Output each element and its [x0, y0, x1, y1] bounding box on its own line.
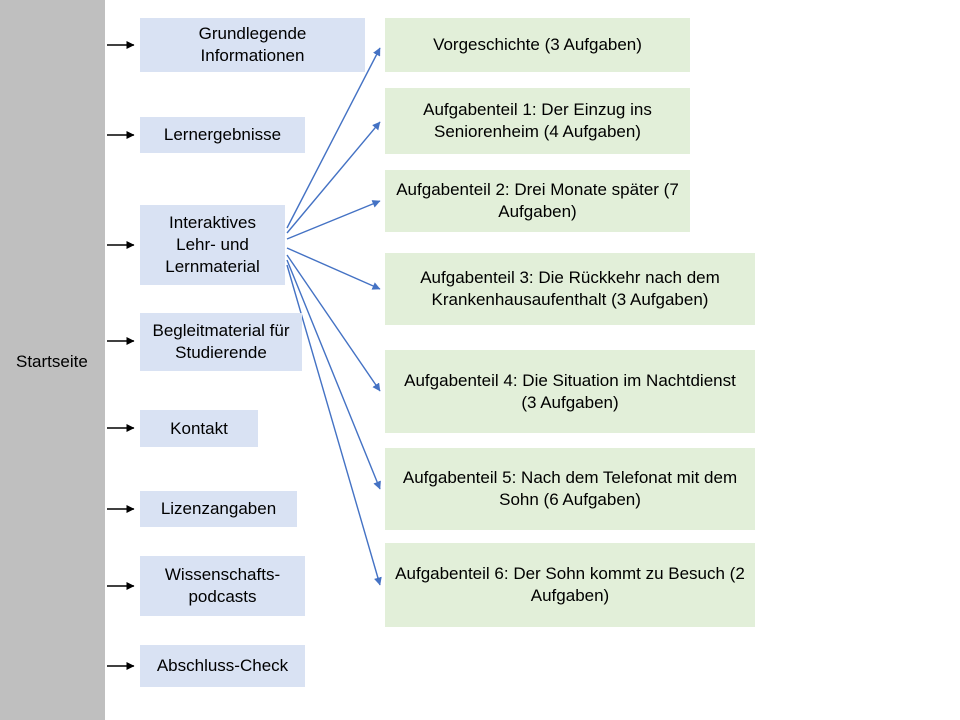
node-aufgabenteil-6: Aufgabenteil 6: Der Sohn kommt zu Besuch…	[385, 543, 755, 627]
node-label: Begleitmaterial für Studierende	[152, 321, 290, 362]
node-grundlegende-informationen: Grundlegende Informationen	[140, 18, 365, 72]
node-vorgeschichte: Vorgeschichte (3 Aufgaben)	[385, 18, 690, 72]
node-label: Aufgabenteil 6: Der Sohn kommt zu Besuch…	[395, 564, 745, 605]
node-label: Aufgabenteil 2: Drei Monate später (7 Au…	[396, 180, 679, 221]
node-wissenschaftspodcasts: Wissenschafts-podcasts	[140, 556, 305, 616]
node-label: Aufgabenteil 4: Die Situation im Nachtdi…	[404, 370, 736, 412]
node-label: Aufgabenteil 3: Die Rückkehr nach dem Kr…	[420, 268, 720, 309]
node-label: Wissenschafts-podcasts	[164, 565, 281, 606]
connector-lernmaterial-to-aufgabenteil-3	[286, 247, 381, 290]
node-interaktives-lehr-lernmaterial: Interaktives Lehr- und Lernmaterial	[140, 205, 285, 285]
node-lernergebnisse: Lernergebnisse	[140, 117, 305, 153]
node-lizenzangaben: Lizenzangaben	[140, 491, 297, 527]
node-label: Vorgeschichte (3 Aufgaben)	[433, 35, 642, 55]
node-label: Abschluss-Check	[156, 656, 289, 676]
node-label: Interaktives Lehr- und Lernmaterial	[165, 213, 260, 276]
startseite-label: Startseite	[16, 352, 88, 371]
node-label: Lizenzangaben	[160, 499, 277, 519]
node-label: Aufgabenteil 5: Nach dem Telefonat mit d…	[402, 468, 738, 509]
node-aufgabenteil-3: Aufgabenteil 3: Die Rückkehr nach dem Kr…	[385, 253, 755, 325]
node-abschluss-check: Abschluss-Check	[140, 645, 305, 687]
node-label: Lernergebnisse	[163, 125, 282, 145]
node-aufgabenteil-2: Aufgabenteil 2: Drei Monate später (7 Au…	[385, 170, 690, 232]
node-aufgabenteil-4: Aufgabenteil 4: Die Situation im Nachtdi…	[385, 350, 755, 433]
connector-lernmaterial-to-aufgabenteil-5	[286, 259, 381, 490]
startseite-bar	[0, 0, 105, 720]
node-label: Grundlegende Informationen	[198, 24, 307, 65]
node-label: Aufgabenteil 1: Der Einzug ins Seniorenh…	[423, 100, 652, 141]
connector-lernmaterial-to-aufgabenteil-2	[286, 200, 381, 240]
node-label: Kontakt	[170, 418, 228, 438]
node-aufgabenteil-1: Aufgabenteil 1: Der Einzug ins Seniorenh…	[385, 88, 690, 154]
node-aufgabenteil-5: Aufgabenteil 5: Nach dem Telefonat mit d…	[385, 448, 755, 530]
node-begleitmaterial-studierende: Begleitmaterial für Studierende	[140, 313, 302, 371]
node-kontakt: Kontakt	[140, 410, 258, 447]
